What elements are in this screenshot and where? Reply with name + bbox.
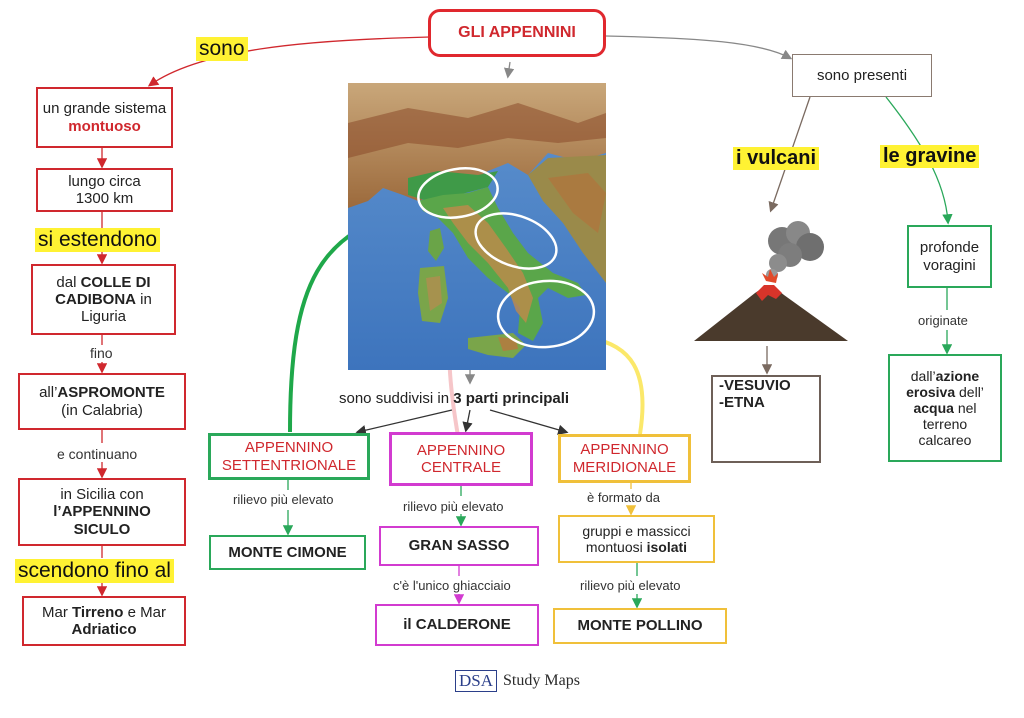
b3-strong: COLLE DI CADIBONA [55, 273, 151, 308]
box-gruppi: gruppi e massicci montuosi isolati [558, 515, 715, 563]
presenti-text: sono presenti [816, 66, 908, 84]
box-sono-presenti: sono presenti [792, 54, 932, 97]
b2-text: lungo circa 1300 km [68, 172, 141, 207]
link-sono: sono [196, 37, 248, 61]
b6-pre: Mar [42, 603, 73, 621]
b6-tirreno: Tirreno [72, 603, 124, 621]
b1-strong: montuoso [68, 117, 141, 135]
central-link: rilievo più elevato [403, 499, 504, 514]
origin-mid: dell’ [955, 383, 984, 400]
central-link2: c'è l'unico ghiacciaio [393, 578, 511, 593]
b6-adriatico: Adriatico [71, 621, 137, 638]
b5-pre: in Sicilia con [60, 486, 144, 504]
box-origine: dall’azione erosiva dell’ acqua nel terr… [888, 354, 1002, 462]
subdivided-strong: 3 parti principali [453, 390, 570, 407]
box-aspromonte: all’ASPROMONTE (in Calabria) [18, 373, 186, 430]
south-groups-strong: isolati [646, 539, 688, 555]
link-originate: originate [918, 313, 968, 328]
volcano-vesuvio: -VESUVIO [719, 377, 791, 394]
origin-acqua: acqua [913, 399, 954, 416]
box-central-title: APPENNINO CENTRALE [389, 432, 533, 486]
b3-post: in Liguria [80, 290, 152, 326]
box-north-title: APPENNINO SETTENTRIONALE [208, 433, 370, 480]
origin-azione: azione erosiva [906, 367, 980, 400]
box-lunghezza: lungo circa 1300 km [36, 168, 173, 212]
south-peak: MONTE POLLINO [577, 617, 703, 635]
box-calderone: il CALDERONE [375, 604, 539, 646]
link-si-estendono: si estendono [35, 228, 161, 252]
north-peak: MONTE CIMONE [228, 543, 347, 561]
box-voragini: profonde voragini [907, 225, 992, 288]
box-mari: Mar Tirreno e Mar Adriatico [22, 596, 186, 646]
b1-text: un grande sistema [42, 100, 167, 118]
label-vulcani: i vulcani [733, 147, 820, 170]
b5-strong: l’APPENNINO SICULO [53, 503, 151, 538]
box-gran-sasso: GRAN SASSO [379, 526, 539, 566]
volcano-illustration [694, 221, 848, 341]
link-fino: fino [90, 345, 113, 361]
italy-relief-map [348, 83, 606, 370]
central-glacier: il CALDERONE [403, 616, 511, 634]
north-link: rilievo più elevato [233, 492, 334, 507]
b4-strong: ASPROMONTE [57, 384, 165, 402]
box-cadibona: dal COLLE DI CADIBONA in Liguria [31, 264, 176, 335]
box-monte-cimone: MONTE CIMONE [209, 535, 366, 570]
title-box: GLI APPENNINI [428, 9, 606, 57]
south-groups-pre: gruppi e massicci montuosi [582, 522, 691, 555]
volcano-etna: -ETNA [719, 394, 765, 412]
south-link2: rilievo più elevato [580, 578, 681, 593]
b4-pre: all’ [39, 384, 58, 402]
south-link: è formato da [587, 490, 660, 505]
subdivided-pre: sono suddivisi in [339, 390, 454, 407]
link-scendono: scendono fino al [15, 559, 174, 583]
north-title: APPENNINO SETTENTRIONALE [221, 439, 357, 474]
box-sicilia: in Sicilia con l’APPENNINO SICULO [18, 478, 186, 546]
box-monte-pollino: MONTE POLLINO [553, 608, 727, 644]
b3-pre: dal [56, 273, 81, 291]
box-south-title: APPENNINO MERIDIONALE [558, 434, 691, 483]
footer-text: Study Maps [503, 672, 580, 689]
footer-logo: DSA Study Maps [455, 670, 580, 692]
subdivided-text: sono suddivisi in 3 parti principali [339, 390, 569, 407]
box-sistema: un grande sistema montuoso [36, 87, 173, 148]
title-text: GLI APPENNINI [458, 23, 576, 41]
central-peak: GRAN SASSO [408, 537, 510, 555]
b6-mid: e Mar [123, 603, 166, 621]
link-e-continuano: e continuano [57, 446, 138, 462]
dsa-badge: DSA [455, 670, 498, 692]
voragini-text: profonde voragini [919, 239, 980, 274]
origin-pre: dall’ [910, 367, 936, 384]
box-vulcani-list: -VESUVIO -ETNA [711, 375, 821, 463]
origin-post: nel terreno calcareo [918, 399, 977, 449]
central-title: APPENNINO CENTRALE [416, 441, 506, 476]
south-title: APPENNINO MERIDIONALE [572, 441, 677, 476]
b4-post: (in Calabria) [61, 401, 143, 419]
label-gravine: le gravine [880, 145, 980, 168]
